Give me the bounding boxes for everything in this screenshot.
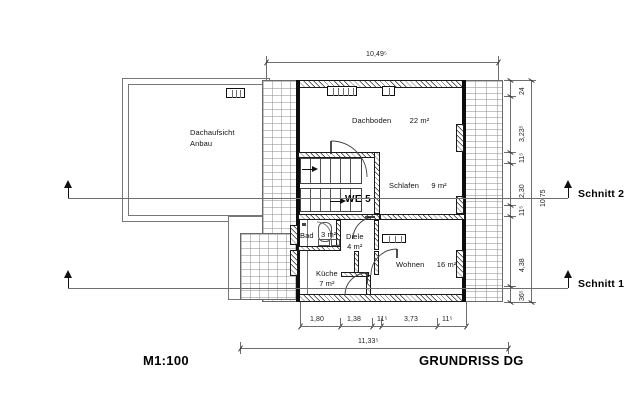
dimension-bottom-overall: 11,33⁵: [358, 338, 379, 345]
room-label-schlafen: Schlafen 9 m²: [389, 181, 447, 190]
scale-label: M1:100: [143, 353, 189, 368]
dimension-bottom-seg-2: 1,38: [347, 316, 362, 323]
room-name-dachboden: Dachboden: [352, 116, 392, 125]
interior-wall-bad-south: [298, 246, 341, 251]
dimension-right-seg-4: 2,30: [519, 184, 526, 198]
room-name-wohnen: Wohnen: [396, 260, 425, 269]
dimension-right-seg-6: 4,38: [519, 258, 526, 272]
room-label-wohnen: Wohnen 16 m²: [396, 260, 456, 269]
section-arrow-1-left-icon: [64, 270, 73, 288]
annex-label-line2: Anbau: [190, 139, 213, 148]
dimension-ext-top-right: [498, 56, 499, 80]
dimension-line-right-chain: [510, 80, 511, 302]
dimension-bottom-seg-1: 1,80: [310, 316, 325, 323]
roof-surface-right: [463, 80, 503, 302]
dimension-right-seg-1: 24: [519, 87, 526, 95]
interior-wall-diele-wohnen: [374, 251, 379, 275]
unit-marker-label: WE 5: [345, 194, 372, 205]
interior-wall-hall-south: [298, 214, 380, 220]
wall-offset-left-bath: [290, 225, 298, 245]
sink-icon: [331, 239, 340, 246]
room-label-diele: Diele 4 m²: [346, 232, 364, 251]
bathtub-icon: [318, 222, 332, 242]
dimension-right-seg-3: 11⁵: [519, 152, 526, 163]
stair-arrow-direction-icon: [330, 198, 346, 205]
window-dachboden-1: [327, 86, 357, 96]
room-area-schlafen: 9 m²: [431, 181, 447, 190]
dimension-right-seg-7: 36⁵: [519, 290, 526, 301]
door-swing-dachboden: [330, 140, 368, 178]
section-line-1: [68, 288, 568, 289]
section-arrow-2-right-icon: [564, 180, 573, 198]
wall-offset-right-lower: [456, 250, 464, 278]
bath-fitting-icon: [302, 223, 306, 226]
window-wohnen: [382, 234, 406, 243]
dimension-bottom-seg-3: 11⁵: [377, 316, 388, 323]
interior-wall-diele-east: [374, 220, 379, 250]
interior-wall-schlafen-south: [380, 214, 465, 220]
dimension-line-bottom-overall: [240, 348, 508, 349]
annex-label-line1: Dachaufsicht: [190, 128, 235, 137]
dimension-line-bottom-chain: [300, 326, 466, 327]
exterior-wall-bottom: [298, 294, 465, 302]
door-swing-kueche: [344, 272, 368, 296]
door-swing-diele-schlafen: [352, 216, 376, 240]
wall-offset-right-upper: [456, 124, 464, 152]
toilet-icon: [318, 239, 330, 246]
room-name-schlafen: Schlafen: [389, 181, 419, 190]
exterior-wall-left: [296, 80, 300, 302]
section-arrow-2-left-icon: [64, 180, 73, 198]
dimension-bottom-seg-5: 11⁵: [442, 316, 453, 323]
room-label-kueche: Küche 7 m²: [316, 269, 338, 288]
wall-offset-left-kitchen: [290, 250, 298, 276]
room-name-diele: Diele: [346, 232, 364, 241]
staircase: [300, 158, 362, 214]
section-label-1: Schnitt 1: [578, 278, 625, 290]
window-dachboden-2: [382, 86, 395, 96]
section-line-2: [68, 198, 568, 199]
interior-wall-stair-east: [374, 152, 380, 214]
annex-inner-outline: [128, 84, 265, 216]
drawing-title: GRUNDRISS DG: [419, 353, 524, 368]
dimension-line-top: [266, 62, 498, 63]
room-area-bad: 3 m²: [321, 230, 337, 239]
dimension-right-seg-2: 3,23⁵: [519, 125, 526, 142]
room-name-kueche: Küche: [316, 269, 338, 278]
section-label-2: Schnitt 2: [578, 188, 625, 200]
dimension-top-overall: 10,49⁵: [366, 51, 388, 58]
room-area-diele: 4 m²: [347, 242, 363, 251]
stair-arrow-up-icon: [302, 166, 318, 173]
dimension-ext-top-left: [266, 56, 267, 80]
section-arrow-1-right-icon: [564, 270, 573, 288]
roof-window-icon: [226, 88, 245, 98]
exterior-wall-right: [462, 80, 466, 302]
dimension-right-seg-5: 11⁵: [519, 205, 526, 216]
dimension-line-right-overall: [531, 80, 532, 302]
dimension-bottom-seg-4: 3,73: [404, 316, 419, 323]
room-label-dachboden: Dachboden 22 m²: [352, 116, 429, 125]
room-area-dachboden: 22 m²: [409, 116, 430, 125]
door-swing-diele-wohnen: [370, 248, 398, 276]
room-area-kueche: 7 m²: [319, 279, 335, 288]
room-name-bad: Bad: [300, 231, 314, 240]
wall-offset-right-mid: [456, 196, 464, 214]
room-area-wohnen: 16 m²: [436, 260, 457, 269]
